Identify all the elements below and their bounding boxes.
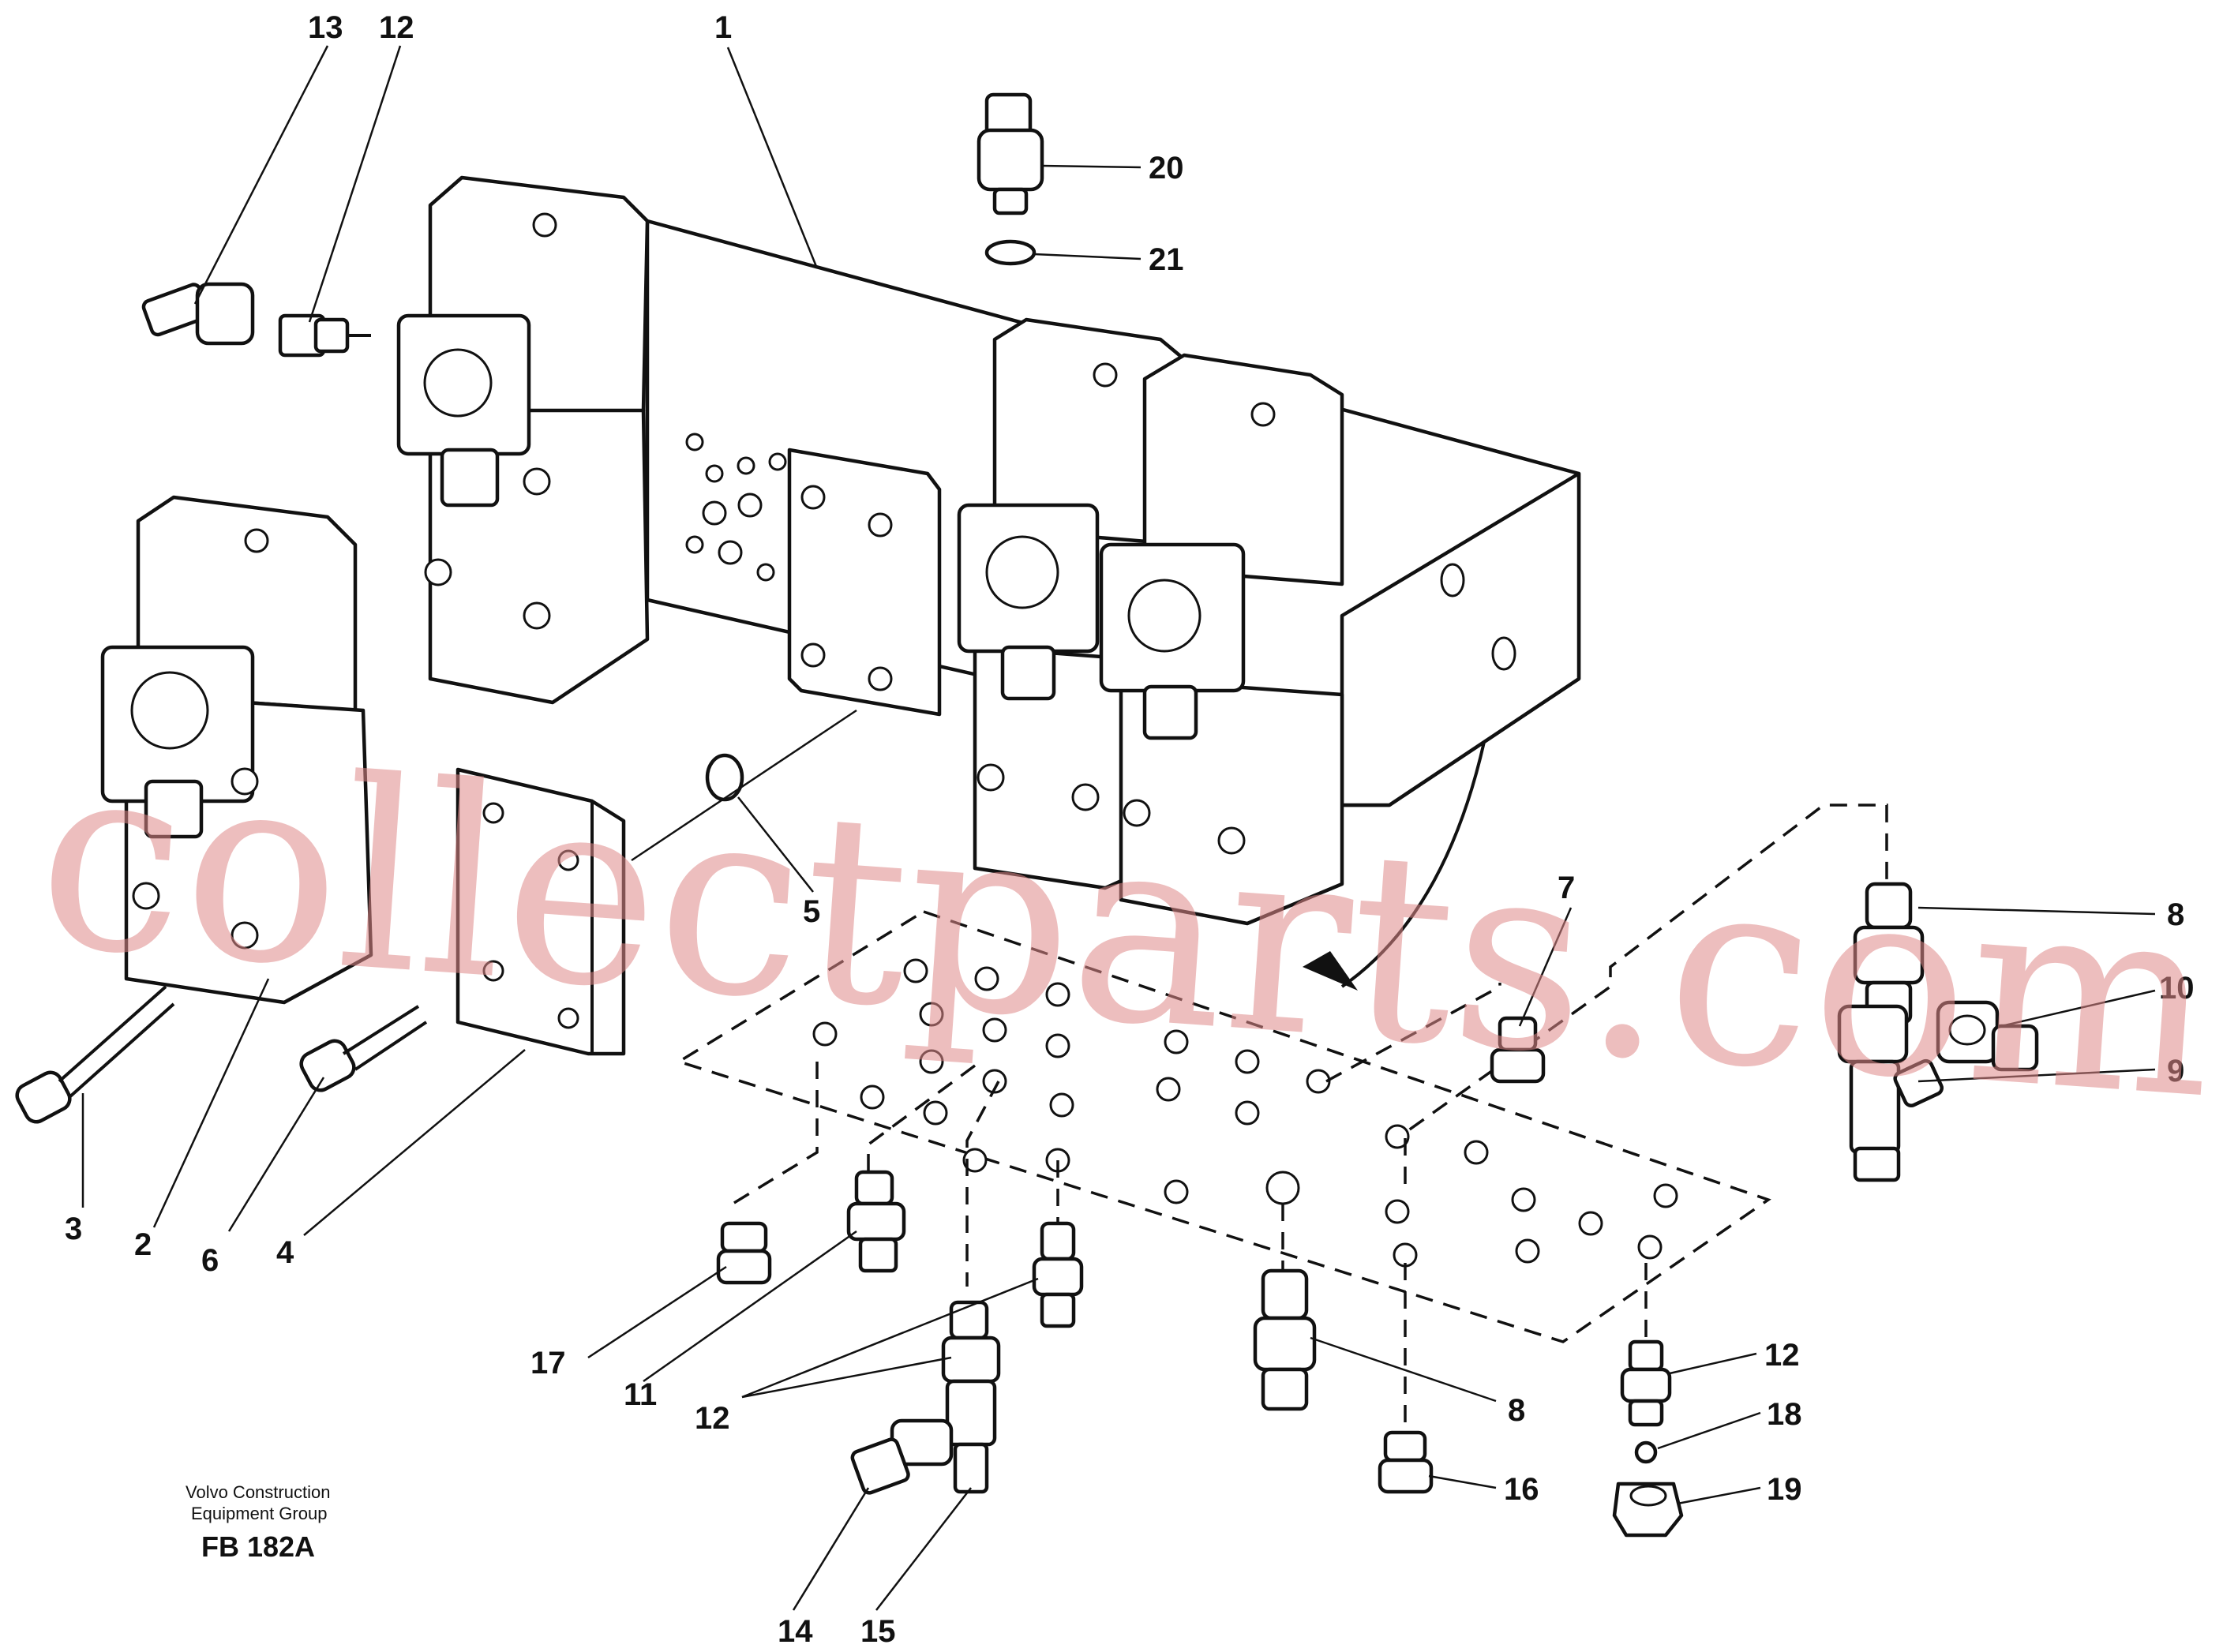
bolt-short	[299, 1005, 428, 1092]
callout-9: 9	[2167, 1054, 2184, 1088]
ball-18	[1634, 1440, 1658, 1464]
plug-17	[716, 1221, 772, 1285]
caption-company-line2: Equipment Group	[191, 1504, 327, 1523]
tee-fitting-9	[1837, 1004, 1944, 1182]
callout-15: 15	[860, 1614, 896, 1649]
tee-assembly-14-15	[850, 1300, 1001, 1495]
callout-18: 18	[1767, 1397, 1802, 1432]
port-pattern	[675, 910, 1771, 1343]
elbow-fitting-13	[141, 282, 255, 346]
callout-14: 14	[778, 1614, 813, 1649]
cover-plate	[455, 767, 626, 1056]
callout-12-right: 12	[1764, 1338, 1800, 1373]
fitting-8-upper	[1853, 882, 1925, 1025]
callout-3: 3	[65, 1212, 82, 1246]
callout-6: 6	[201, 1243, 219, 1278]
callout-20: 20	[1149, 151, 1184, 185]
callout-13: 13	[308, 10, 343, 45]
fitting-12-right	[1620, 1339, 1672, 1427]
callout-12-upper: 12	[379, 10, 414, 45]
fitting-8-lower	[1253, 1268, 1317, 1411]
callout-8-upper: 8	[2167, 897, 2184, 932]
callout-8-lower: 8	[1508, 1393, 1525, 1428]
fitting-12-lower	[1032, 1221, 1084, 1328]
callout-7: 7	[1558, 871, 1575, 905]
pressure-switch	[977, 92, 1044, 215]
solenoid-valve-2	[100, 495, 373, 1005]
plug-16	[1378, 1430, 1434, 1494]
callout-12-middle: 12	[695, 1401, 730, 1436]
caption-company-line1: Volvo Construction	[186, 1482, 330, 1502]
adapter-fitting-12	[278, 313, 371, 358]
callout-17: 17	[530, 1346, 566, 1380]
callout-11: 11	[624, 1377, 657, 1412]
o-ring	[705, 753, 744, 802]
elbow-fitting-10	[1936, 1000, 2039, 1072]
view-arrowhead	[1303, 951, 1358, 991]
leader-lines	[81, 45, 2156, 1611]
sealing-washer	[984, 239, 1037, 266]
port-dashed-leaders	[725, 804, 1888, 1429]
solenoid-valve-1	[396, 175, 650, 705]
callout-10: 10	[2159, 971, 2195, 1006]
callout-1: 1	[714, 10, 732, 45]
callout-21: 21	[1149, 242, 1184, 277]
fitting-11	[846, 1170, 906, 1273]
callout-16: 16	[1504, 1472, 1539, 1507]
callout-19: 19	[1767, 1472, 1802, 1507]
callout-4: 4	[276, 1235, 294, 1270]
view-arrow	[1340, 741, 1486, 988]
caption-figure-code: FB 182A	[201, 1530, 315, 1563]
manifold-cover-plate	[787, 448, 942, 717]
callout-5: 5	[803, 894, 820, 929]
solenoid-valve-4	[1099, 353, 1344, 926]
bolt-long	[15, 985, 175, 1124]
callout-2: 2	[134, 1227, 152, 1262]
nut-19	[1612, 1482, 1684, 1538]
plug-7	[1490, 1016, 1546, 1084]
